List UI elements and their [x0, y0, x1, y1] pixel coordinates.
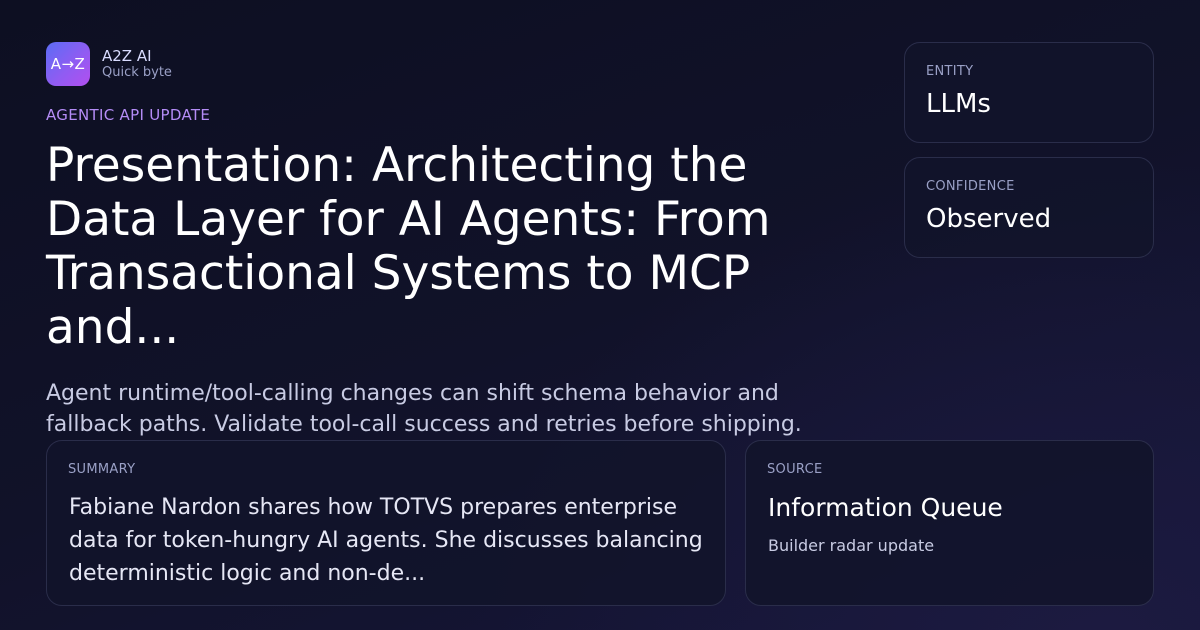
confidence-label: CONFIDENCE	[926, 179, 1015, 194]
entity-card: ENTITY LLMs	[904, 42, 1154, 143]
headline: Presentation: Architecting the Data Laye…	[46, 138, 771, 355]
confidence-card: CONFIDENCE Observed	[904, 157, 1154, 258]
category-kicker: AGENTIC API UPDATE	[46, 106, 211, 124]
source-label: SOURCE	[767, 462, 823, 477]
brand-text: A2Z AI Quick byte	[102, 47, 172, 82]
source-card: SOURCE Information Queue Builder radar u…	[745, 440, 1154, 606]
confidence-value: Observed	[926, 204, 1052, 234]
summary-label: SUMMARY	[68, 462, 136, 477]
summary-text: Fabiane Nardon shares how TOTVS prepares…	[69, 495, 703, 586]
summary-card: SUMMARY Fabiane Nardon shares how TOTVS …	[46, 440, 726, 606]
entity-value: LLMs	[926, 89, 991, 119]
brand-subtitle: Quick byte	[102, 65, 172, 81]
source-detail: Builder radar update	[768, 536, 935, 555]
lede: Agent runtime/tool-calling changes can s…	[46, 381, 802, 437]
entity-label: ENTITY	[926, 64, 974, 79]
brand-name: A2Z AI	[102, 46, 152, 65]
a2z-logo-icon: A→Z	[46, 42, 90, 86]
brand: A→Z A2Z AI Quick byte	[46, 42, 172, 86]
source-name: Information Queue	[768, 493, 1003, 522]
